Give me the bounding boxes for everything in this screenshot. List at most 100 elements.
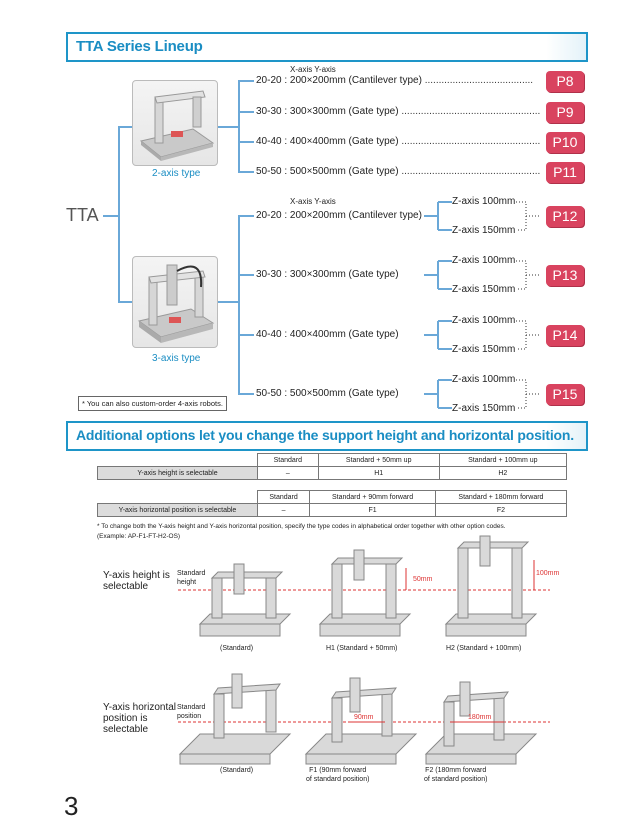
- table-cell: F2: [434, 503, 568, 517]
- height-options-table: Standard Standard + 50mm up Standard + 1…: [97, 453, 568, 480]
- page-link-p11[interactable]: P11: [546, 162, 584, 183]
- tree-2axis-out: [218, 126, 238, 128]
- two-axis-item: 50-50 : 500×500mm (Gate type) ..........…: [256, 166, 540, 178]
- page-link-p10[interactable]: P10: [546, 132, 584, 153]
- root-label-tta: TTA: [66, 205, 99, 225]
- three-axis-item-text: 30-30 : 300×300mm (Gate type): [256, 269, 399, 280]
- page-number: 3: [64, 791, 79, 821]
- z-axis-150-p13: Z-axis 150mm: [452, 284, 516, 295]
- z-axis-150-p15: Z-axis 150mm: [452, 403, 516, 414]
- page-link-p12[interactable]: P12: [546, 206, 584, 227]
- two-axis-item: 30-30 : 300×300mm (Gate type) ..........…: [256, 106, 540, 118]
- dim-100mm: 100mm: [536, 570, 560, 577]
- page-link-p14[interactable]: P14: [546, 325, 584, 346]
- three-axis-robot-image: [132, 256, 218, 348]
- table-cell: H2: [438, 466, 568, 480]
- dim-180mm: 180mm: [468, 714, 492, 721]
- table-cell: –: [257, 466, 319, 480]
- position-selectable-label: Y-axis horizontal position is selectable: [103, 702, 176, 735]
- caption-h2: H2 (Standard + 100mm): [446, 645, 522, 652]
- page-link-p15[interactable]: P15: [546, 384, 584, 405]
- caption-line: F1 (90mm forward: [309, 767, 367, 774]
- height-selectable-label: Y-axis height is selectable: [103, 570, 170, 592]
- table-header: Standard + 50mm up: [317, 453, 440, 467]
- position-diagram: [178, 673, 550, 765]
- label-line: height: [177, 579, 197, 586]
- label-line: Y-axis height is: [103, 570, 170, 581]
- dim-90mm: 90mm: [354, 714, 374, 721]
- two-axis-caption: 2-axis type: [152, 168, 201, 179]
- caption-f2: F2 (180mm forward of standard position): [424, 766, 487, 784]
- table-header: Standard + 180mm forward: [434, 490, 568, 504]
- tree-2axis-vert: [238, 80, 240, 173]
- standard-position-label: Standard position: [177, 703, 205, 721]
- label-line: Standard: [177, 704, 206, 711]
- tick: [238, 334, 254, 336]
- tick: [238, 393, 254, 395]
- tick: [238, 171, 254, 173]
- tick: [238, 80, 254, 82]
- height-diagram: [178, 535, 550, 637]
- three-axis-item-text: 50-50 : 500×500mm (Gate type): [256, 388, 399, 399]
- dim-50mm: 50mm: [413, 576, 433, 583]
- table-cell: H1: [317, 466, 440, 480]
- axis-header-2axis: X-axis Y-axis: [290, 65, 336, 74]
- item-dots: ........................................…: [401, 136, 541, 147]
- footnote-example: (Example: AP-F1-FT-H2-OS): [97, 533, 181, 540]
- item-text: 30-30 : 300×300mm (Gate type): [256, 106, 399, 117]
- table-cell: –: [256, 503, 311, 517]
- position-options-table: Standard Standard + 90mm forward Standar…: [97, 490, 568, 517]
- label-line: Y-axis horizontal: [103, 702, 177, 713]
- table-header: Standard + 100mm up: [438, 453, 568, 467]
- z-axis-branch-lines: [424, 201, 540, 409]
- item-text: 40-40 : 400×400mm (Gate type): [256, 136, 399, 147]
- section-title-options: Additional options let you change the su…: [66, 421, 588, 451]
- caption-f1: F1 (90mm forward of standard position): [306, 766, 369, 784]
- item-dots: ........................................…: [401, 106, 541, 117]
- three-axis-item-text: 20-20 : 200×200mm (Cantilever type): [256, 210, 422, 221]
- caption-line: F2 (180mm forward: [425, 767, 487, 774]
- axis-header-3axis: X-axis Y-axis: [290, 197, 336, 206]
- page-link-p13[interactable]: P13: [546, 265, 584, 286]
- tick: [238, 274, 254, 276]
- caption-pos-standard: (Standard): [220, 767, 254, 774]
- caption-line: of standard position): [424, 776, 488, 783]
- tree-branch-2axis: [118, 126, 132, 128]
- tick: [238, 141, 254, 143]
- tree-trunk: [118, 126, 120, 301]
- standard-height-label: Standard height: [177, 569, 205, 587]
- label-line: Standard: [177, 570, 206, 577]
- section-title-lineup: TTA Series Lineup: [66, 32, 588, 62]
- z-axis-150-p12: Z-axis 150mm: [452, 225, 516, 236]
- footnote-order: * To change both the Y-axis height and Y…: [97, 523, 506, 530]
- two-axis-robot-image: [132, 80, 218, 166]
- item-text: 50-50 : 500×500mm (Gate type): [256, 166, 399, 177]
- tree-root-line: [103, 215, 118, 217]
- tick: [238, 111, 254, 113]
- label-line: selectable: [103, 581, 149, 592]
- item-dots: .......................................: [424, 75, 534, 86]
- tick: [238, 215, 254, 217]
- caption-line: of standard position): [306, 776, 370, 783]
- custom-order-note: * You can also custom-order 4-axis robot…: [78, 396, 227, 411]
- two-axis-item: 40-40 : 400×400mm (Gate type) ..........…: [256, 136, 540, 148]
- caption-standard: (Standard): [220, 645, 254, 652]
- table-header: Standard + 90mm forward: [309, 490, 436, 504]
- table-cell: F1: [309, 503, 436, 517]
- two-axis-item: 20-20 : 200×200mm (Cantilever type) ....…: [256, 75, 533, 87]
- page-link-p9[interactable]: P9: [546, 102, 584, 123]
- page-link-p8[interactable]: P8: [546, 71, 584, 92]
- tree-3axis-out: [218, 301, 238, 303]
- z-axis-150-p14: Z-axis 150mm: [452, 344, 516, 355]
- table-row-label: Y-axis horizontal position is selectable: [97, 503, 258, 517]
- caption-h1: H1 (Standard + 50mm): [326, 645, 398, 652]
- section-title-options-text: Additional options let you change the su…: [76, 427, 574, 443]
- item-text: 20-20 : 200×200mm (Cantilever type): [256, 75, 422, 86]
- tree-branch-3axis: [118, 301, 132, 303]
- z-axis-100-p14: Z-axis 100mm: [452, 315, 516, 326]
- tree-3axis-vert: [238, 215, 240, 393]
- table-row-label: Y-axis height is selectable: [97, 466, 258, 480]
- z-axis-100-p12: Z-axis 100mm: [452, 196, 516, 207]
- item-dots: ........................................…: [401, 166, 541, 177]
- three-axis-item-text: 40-40 : 400×400mm (Gate type): [256, 329, 399, 340]
